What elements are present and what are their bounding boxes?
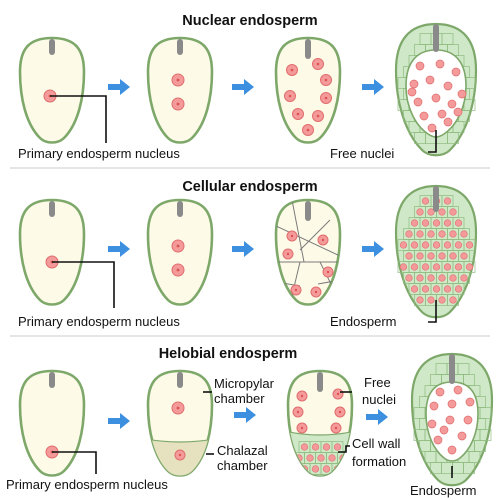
arrow-3 [366, 409, 388, 425]
endosperm-cell [304, 474, 316, 476]
free-nucleus [409, 79, 419, 89]
endosperm-cell [447, 294, 459, 306]
free-nucleus [463, 415, 473, 425]
seed-stage-2-chambers [146, 369, 214, 477]
free-nucleus [415, 61, 425, 71]
arrow-1 [108, 241, 130, 257]
free-nucleus [437, 109, 447, 119]
label-primary-nucleus-2: Primary endosperm nucleus [18, 314, 180, 329]
arrow-1 [108, 79, 130, 95]
label-chalazal-chamber-1: Chalazal [217, 443, 268, 458]
arrow-1 [108, 413, 130, 429]
free-nucleus [435, 59, 445, 69]
free-nucleus [445, 415, 455, 425]
free-nucleus [451, 67, 461, 77]
label-free-nuclei-helobial-1: Free [364, 375, 391, 390]
seed-stage-2 [146, 36, 214, 144]
label-free-nuclei: Free nuclei [330, 146, 394, 161]
label-free-nuclei-helobial-2: nuclei [362, 392, 396, 407]
arrow-2 [232, 241, 254, 257]
free-nucleus [447, 99, 457, 109]
section-title-nuclear: Nuclear endosperm [182, 13, 317, 29]
section-cellular: Cellular endosperm [18, 179, 478, 329]
free-nucleus [457, 431, 467, 441]
seed-stage-1 [18, 369, 97, 477]
endosperm-cell [288, 463, 300, 475]
seed-stage-1 [18, 36, 107, 144]
seed-stage-3-helobial [286, 369, 354, 477]
free-nucleus [435, 387, 445, 397]
label-primary-nucleus-3: Primary endosperm nucleus [6, 477, 168, 492]
free-nucleus [427, 419, 437, 429]
label-micropylar-chamber-2: chamber [214, 391, 265, 406]
free-nucleus [439, 425, 449, 435]
label-endosperm-helobial: Endosperm [410, 483, 476, 498]
free-nucleus [457, 89, 467, 99]
seed-stage-4-helobial [410, 352, 494, 487]
arrow-3 [362, 79, 384, 95]
label-endosperm-cellular: Endosperm [330, 314, 396, 329]
label-micropylar-chamber-1: Micropylar [214, 376, 275, 391]
free-nucleus [443, 81, 453, 91]
label-primary-nucleus-1: Primary endosperm nucleus [18, 146, 180, 161]
seed-stage-3 [274, 36, 342, 144]
free-nucleus [429, 401, 439, 411]
seed-stage-3-cell-walls [274, 198, 342, 306]
endosperm-cell [326, 474, 338, 476]
endosperm-cell [463, 462, 475, 474]
arrow-3 [362, 241, 384, 257]
free-nucleus [453, 385, 463, 395]
seed-stage-2 [146, 198, 214, 306]
free-nucleus [465, 397, 475, 407]
label-cell-wall-formation-1: Cell wall [352, 436, 401, 451]
chalazal-chamber-fill [148, 438, 212, 476]
free-nucleus [427, 123, 437, 133]
free-nucleus [413, 97, 423, 107]
endosperm-cell [315, 474, 327, 476]
seed-stage-4-cellular [394, 184, 478, 319]
seed-stage-4-free-nuclei [394, 22, 478, 157]
arrow-2 [234, 407, 256, 423]
free-nucleus [407, 87, 417, 97]
label-cell-wall-formation-2: formation [352, 454, 406, 469]
section-helobial: Helobial endosperm Micropylar chamber Ch… [6, 346, 494, 498]
free-nucleus [431, 93, 441, 103]
free-nucleus [447, 399, 457, 409]
seed-stage-1 [18, 198, 115, 308]
free-nucleus [425, 75, 435, 85]
free-nucleus [447, 445, 457, 455]
free-nucleus [419, 111, 429, 121]
label-chalazal-chamber-2: chamber [217, 458, 268, 473]
free-nucleus [443, 117, 453, 127]
endosperm-cell [447, 132, 459, 144]
section-title-helobial: Helobial endosperm [159, 346, 298, 362]
arrow-2 [232, 79, 254, 95]
free-nucleus [453, 107, 463, 117]
section-title-cellular: Cellular endosperm [182, 179, 317, 195]
section-nuclear: Nuclear endosperm [18, 13, 478, 161]
free-nucleus [433, 435, 443, 445]
